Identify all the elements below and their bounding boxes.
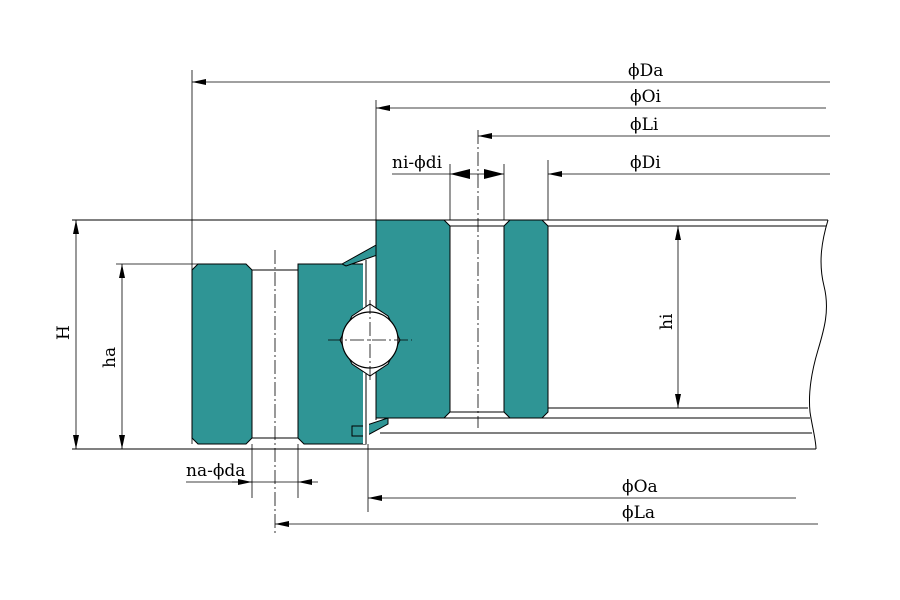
inner-ring <box>375 130 549 428</box>
break-line <box>809 219 829 450</box>
hi-label: hi <box>657 313 677 330</box>
Li-label: ϕLi <box>630 115 659 135</box>
outer-ring <box>191 250 367 534</box>
raceway <box>328 254 412 444</box>
inner-ring-right-section <box>503 219 549 419</box>
Oa-label: ϕOa <box>622 477 658 497</box>
Di-label: ϕDi <box>630 153 661 173</box>
bottom-dimensions: na-ϕda ϕOa ϕLa <box>186 444 818 527</box>
H-label: H <box>54 325 74 340</box>
top-dimensions: ϕDa ϕOi ϕLi ϕDi ni-ϕdi <box>191 61 830 444</box>
ni-di-label: ni-ϕdi <box>392 153 443 173</box>
La-label: ϕLa <box>622 503 655 523</box>
Oi-label: ϕOi <box>630 87 662 107</box>
ha-label: ha <box>100 347 120 368</box>
height-dimensions: H ha hi <box>54 220 681 449</box>
outer-ring-left-section <box>191 263 253 445</box>
na-da-label: na-ϕda <box>186 461 245 481</box>
Da-label: ϕDa <box>628 61 663 81</box>
outer-ring-right-section <box>297 263 367 445</box>
